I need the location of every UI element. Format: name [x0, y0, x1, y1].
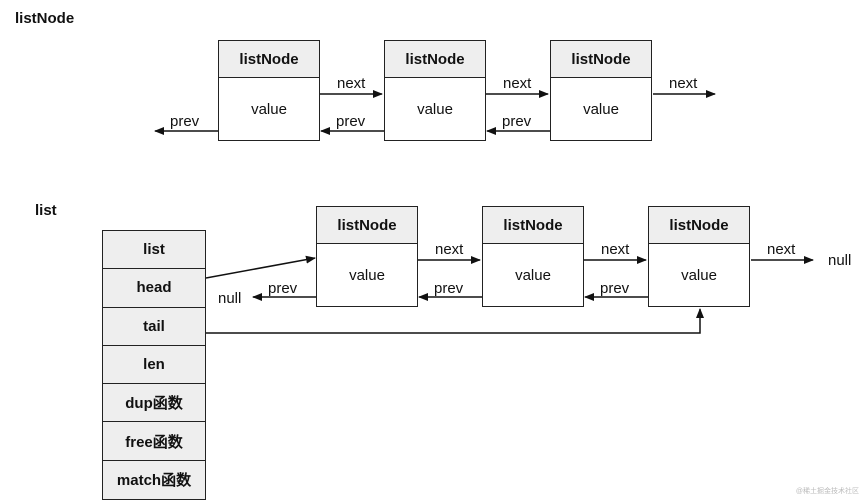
d1-prev-label-3: prev: [502, 113, 532, 130]
struct-field-free: free函数: [103, 422, 205, 461]
struct-field-dup: dup函数: [103, 384, 205, 423]
null-label-right: null: [828, 252, 852, 269]
d2-list-node-2: listNode value: [482, 206, 584, 307]
node-value: value: [251, 101, 287, 118]
d1-list-node-1: listNode value: [218, 40, 320, 141]
struct-field-len: len: [103, 345, 205, 385]
d1-next-label-3: next: [669, 75, 698, 92]
head-pointer-arrow: [205, 255, 316, 279]
d2-prev-label-3: prev: [600, 280, 630, 297]
list-struct: list head tail len dup函数 free函数 match函数: [102, 230, 206, 500]
node-header: listNode: [219, 41, 319, 78]
diagram-title-list: list: [35, 202, 57, 219]
node-header: listNode: [317, 207, 417, 244]
d2-next-label-2: next: [601, 241, 630, 258]
struct-field-list: list: [103, 231, 205, 270]
node-value: value: [417, 101, 453, 118]
node-value: value: [583, 101, 619, 118]
d1-prev-label-2: prev: [336, 113, 366, 130]
node-value: value: [681, 267, 717, 284]
tail-pointer-arrow: [206, 308, 704, 334]
struct-field-match: match函数: [103, 460, 205, 500]
node-header: listNode: [649, 207, 749, 244]
struct-field-tail: tail: [103, 307, 205, 346]
node-value: value: [515, 267, 551, 284]
d1-next-label-1: next: [337, 75, 366, 92]
d2-prev-label-1: prev: [268, 280, 298, 297]
d1-list-node-2: listNode value: [384, 40, 486, 141]
null-label-left: null: [218, 290, 242, 307]
d2-next-label-1: next: [435, 241, 464, 258]
node-header: listNode: [483, 207, 583, 244]
d1-prev-label-1: prev: [170, 113, 200, 130]
d2-list-node-3: listNode value: [648, 206, 750, 307]
d1-list-node-3: listNode value: [550, 40, 652, 141]
node-header: listNode: [551, 41, 651, 78]
d2-list-node-1: listNode value: [316, 206, 418, 307]
watermark: @稀土掘金技术社区: [795, 488, 859, 495]
node-value: value: [349, 267, 385, 284]
struct-field-head: head: [103, 269, 205, 308]
d2-next-label-3: next: [767, 241, 796, 258]
d2-prev-label-2: prev: [434, 280, 464, 297]
diagram-title-listnode: listNode: [15, 10, 75, 27]
d1-next-label-2: next: [503, 75, 532, 92]
node-header: listNode: [385, 41, 485, 78]
